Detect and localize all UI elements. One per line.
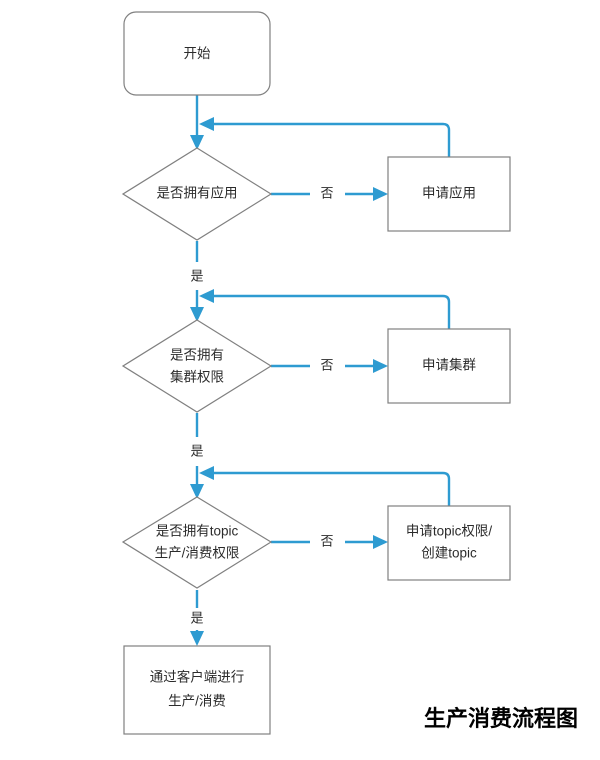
edge-label-yes-app: 是	[190, 268, 203, 283]
edge-action-cluster-feedback	[199, 289, 451, 329]
edge-label-yes-topic: 是	[190, 610, 203, 625]
node-action-cluster-shape[interactable]	[387, 328, 511, 404]
edge-line	[208, 122, 451, 157]
node-action-topic-shape[interactable]	[387, 505, 511, 581]
node-end-label-line1: 通过客户端进行	[150, 669, 245, 685]
node-end-shape[interactable]	[123, 645, 271, 735]
edge-decision-app-yes: 是	[190, 241, 204, 322]
node-decision-app-label: 是否拥有应用	[157, 185, 238, 201]
node-decision-app-shape[interactable]	[121, 147, 273, 241]
edge-label-no-cluster: 否	[320, 357, 333, 372]
arrow-head-icon	[190, 631, 204, 646]
edge-label-yes-cluster: 是	[190, 443, 203, 458]
node-decision-cluster-label-line2: 集群权限	[170, 369, 224, 385]
edge-decision-topic-yes: 是	[190, 590, 204, 646]
arrow-head-icon	[190, 307, 204, 322]
node-decision-cluster-label-line1: 是否拥有	[170, 348, 224, 363]
node-action-cluster[interactable]: 申请集群	[387, 328, 511, 404]
arrow-head-icon	[190, 135, 204, 150]
node-action-app-label: 申请应用	[422, 185, 476, 201]
node-decision-topic[interactable]: 是否拥有topic 生产/消费权限	[121, 496, 273, 589]
diagram-title: 生产消费流程图	[424, 706, 578, 731]
edge-decision-app-no: 否	[271, 185, 388, 201]
node-start-label: 开始	[184, 46, 211, 61]
arrow-head-icon	[199, 117, 214, 131]
node-action-app-shape[interactable]	[387, 156, 511, 232]
node-action-topic-label-line1: 申请topic权限/	[406, 523, 493, 539]
node-action-topic[interactable]: 申请topic权限/ 创建topic	[387, 505, 511, 581]
edge-label-no-topic: 否	[320, 533, 333, 548]
node-decision-topic-shape[interactable]	[121, 496, 273, 589]
edge-start-to-decision-app	[190, 95, 204, 150]
edge-action-app-feedback	[199, 117, 451, 157]
node-decision-cluster-shape[interactable]	[121, 319, 273, 413]
arrow-head-icon	[190, 484, 204, 499]
edge-decision-topic-no: 否	[271, 533, 388, 549]
arrow-head-icon	[199, 289, 214, 303]
node-decision-cluster[interactable]: 是否拥有 集群权限	[121, 319, 273, 413]
edge-line	[208, 471, 451, 506]
edge-line	[208, 294, 451, 329]
edge-decision-cluster-yes: 是	[190, 413, 204, 499]
edge-label-no-app: 否	[320, 185, 333, 200]
node-decision-topic-label-line2: 生产/消费权限	[155, 545, 240, 561]
node-decision-app[interactable]: 是否拥有应用	[121, 147, 273, 241]
node-action-app[interactable]: 申请应用	[387, 156, 511, 232]
node-decision-topic-label-line1: 是否拥有topic	[156, 524, 239, 539]
node-end[interactable]: 通过客户端进行 生产/消费	[123, 645, 271, 735]
node-start[interactable]: 开始	[123, 11, 271, 96]
arrow-head-icon	[373, 187, 388, 201]
arrow-head-icon	[373, 535, 388, 549]
edge-decision-cluster-no: 否	[271, 357, 388, 373]
node-end-label-line2: 生产/消费	[168, 694, 226, 709]
node-action-cluster-label: 申请集群	[422, 358, 476, 373]
node-start-shape[interactable]	[123, 11, 271, 96]
edge-action-topic-feedback	[199, 466, 451, 506]
arrow-head-icon	[373, 359, 388, 373]
node-action-topic-label-line2: 创建topic	[421, 546, 477, 561]
arrow-head-icon	[199, 466, 214, 480]
